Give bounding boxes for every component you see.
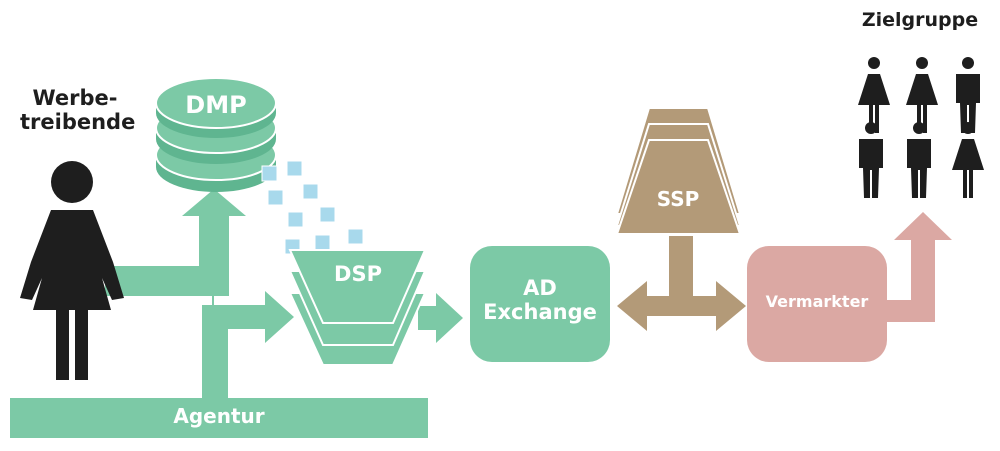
ssp-trapezoid-icon: [615, 107, 742, 235]
female-person-icon: [952, 122, 984, 198]
arrow-agency-to-dsp: [202, 291, 294, 398]
male-person-icon: [859, 122, 883, 198]
arrow-to-dmp: [105, 189, 246, 296]
data-cube: [286, 160, 303, 177]
advertiser-person-icon: [20, 161, 124, 380]
ad-exchange-label-line2: Exchange: [483, 300, 597, 325]
data-cubes: [261, 160, 364, 255]
data-cube: [314, 234, 331, 251]
dmp-database-icon: [155, 77, 277, 192]
dmp-label: DMP: [185, 91, 247, 119]
data-cube: [287, 211, 304, 228]
data-cube: [302, 183, 319, 200]
ssp-double-arrow: [617, 236, 746, 331]
arrow-dsp-to-exchange: [418, 293, 463, 343]
ssp-label: SSP: [656, 187, 700, 211]
marketer-box: [747, 246, 887, 362]
advertisers-label: Werbe- treibende: [20, 86, 136, 135]
advertisers-label-line1: Werbe-: [32, 86, 118, 110]
ad-exchange-label: AD Exchange: [470, 276, 610, 324]
data-cube: [267, 189, 284, 206]
arrow-to-target-group: [887, 212, 952, 322]
female-person-icon: [906, 57, 938, 133]
target-group-label: Zielgruppe: [861, 9, 979, 31]
agency-label: Agentur: [173, 404, 265, 428]
female-person-icon: [858, 57, 890, 133]
data-cube: [319, 206, 336, 223]
marketer-label: Vermarkter: [765, 292, 869, 311]
ad-exchange-label-line1: AD: [523, 276, 557, 300]
data-cube: [347, 228, 364, 245]
dsp-label: DSP: [334, 262, 382, 286]
agency-bar: [10, 398, 428, 438]
dsp-funnel-icon: [288, 249, 427, 366]
male-person-icon: [956, 57, 980, 133]
data-cube: [261, 165, 278, 182]
ad-exchange-box: [470, 246, 610, 362]
advertisers-label-line2: treibende: [20, 110, 136, 135]
male-person-icon: [907, 122, 931, 198]
audience-group: [858, 57, 984, 198]
